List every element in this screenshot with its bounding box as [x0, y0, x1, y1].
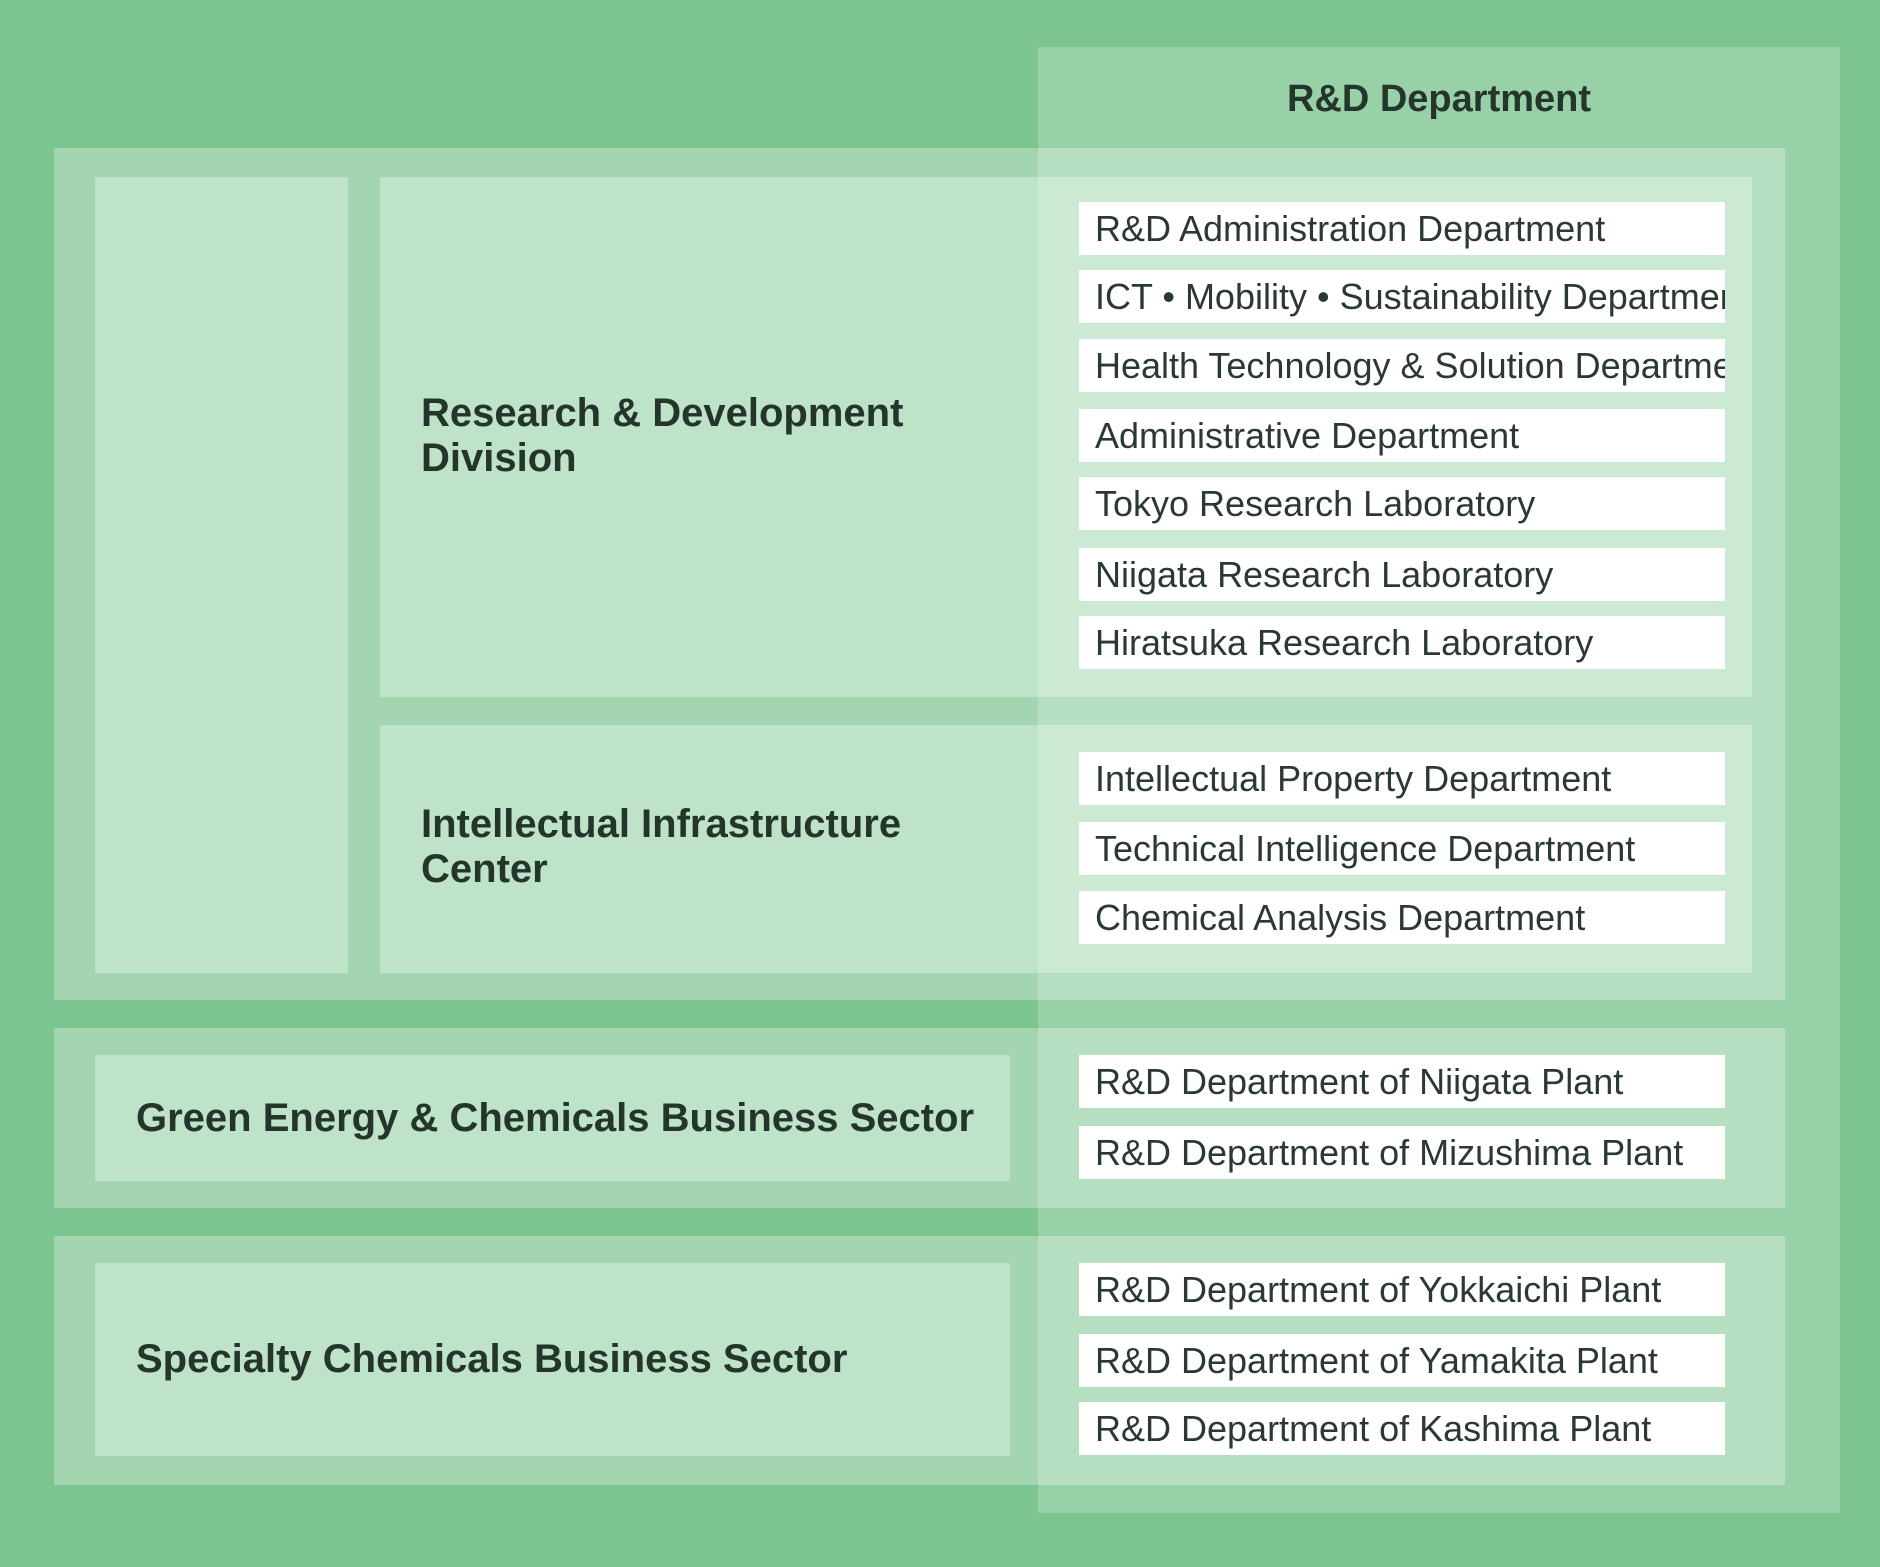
- rd-division-label: Research & Development Division: [421, 391, 904, 480]
- department-item: Intellectual Property Department: [1079, 752, 1725, 805]
- department-item: R&D Department of Mizushima Plant: [1079, 1126, 1725, 1179]
- department-item: R&D Department of Kashima Plant: [1079, 1402, 1725, 1455]
- department-item: R&D Department of Yokkaichi Plant: [1079, 1263, 1725, 1316]
- department-item: Tokyo Research Laboratory: [1079, 477, 1725, 530]
- department-item: R&D Department of Yamakita Plant: [1079, 1334, 1725, 1387]
- intellectual-center-label: Intellectual Infrastructure Center: [421, 802, 902, 891]
- department-item: ICT • Mobility • Sustainability Departme…: [1079, 270, 1725, 323]
- green-energy-label: Green Energy & Chemicals Business Sector: [136, 1095, 975, 1140]
- department-item: R&D Department of Niigata Plant: [1079, 1055, 1725, 1108]
- specialty-label: Specialty Chemicals Business Sector: [136, 1336, 848, 1381]
- department-item: Chemical Analysis Department: [1079, 891, 1725, 944]
- department-item: Technical Intelligence Department: [1079, 822, 1725, 875]
- left-column-block: [95, 177, 348, 973]
- rd-department-title: R&D Department: [1286, 77, 1592, 120]
- department-item: R&D Administration Department: [1079, 202, 1725, 255]
- department-item: Health Technology & Solution Department: [1079, 339, 1725, 392]
- department-item: Hiratsuka Research Laboratory: [1079, 616, 1725, 669]
- specialty-block: [95, 1263, 1010, 1456]
- department-item: Administrative Department: [1079, 409, 1725, 462]
- green-energy-block: [95, 1055, 1010, 1181]
- department-item: Niigata Research Laboratory: [1079, 548, 1725, 601]
